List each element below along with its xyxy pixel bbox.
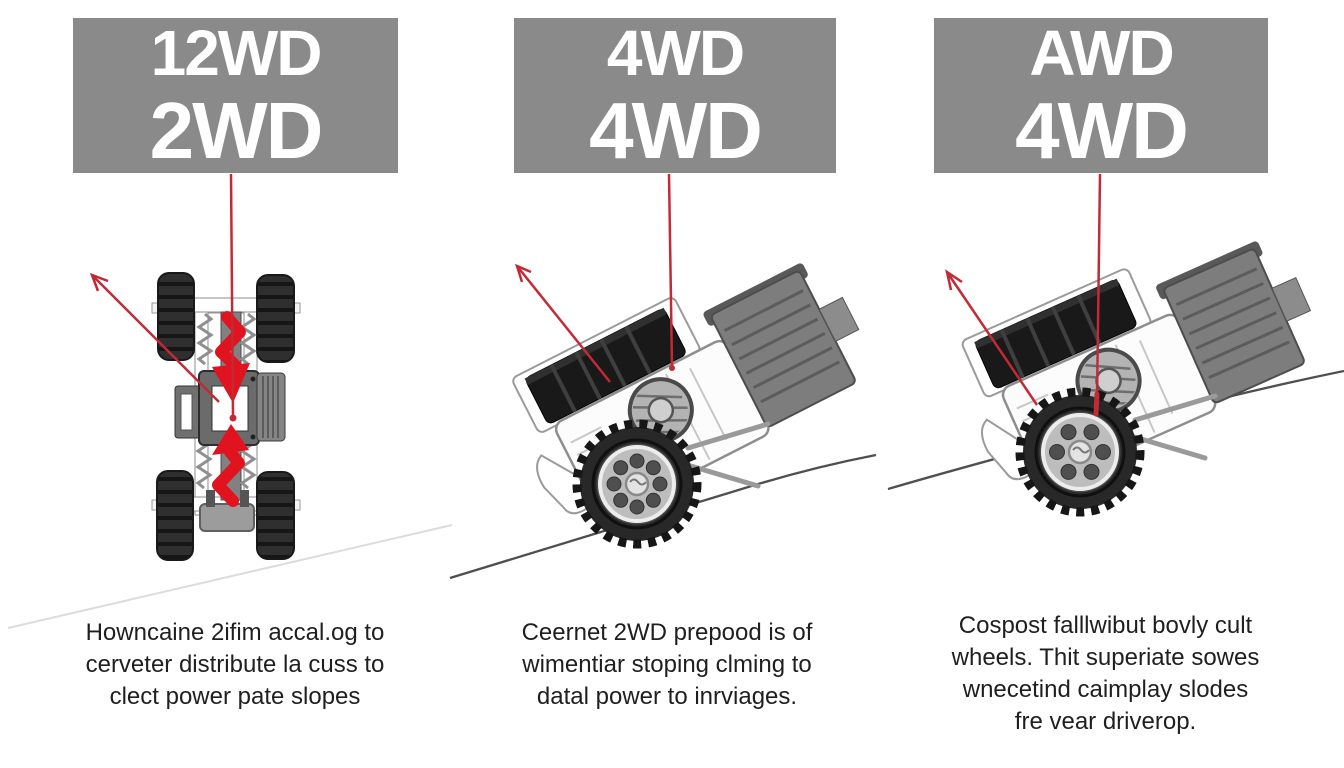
vehicle-climbing-steep-slope-illustration bbox=[887, 173, 1344, 517]
vehicle-climbing-slope-illustration bbox=[449, 173, 877, 580]
header-badge-2wd: 12WD 2WD bbox=[73, 18, 398, 173]
caption-line: Howncaine 2ifim accal.og to bbox=[85, 619, 385, 646]
direction-arrow-up-left-icon bbox=[514, 263, 611, 383]
header-badge-awd: AWD 4WD bbox=[934, 18, 1268, 173]
caption-line: Ceernet 2WD prepood is of bbox=[521, 619, 813, 646]
caption-line: clect power pate slopes bbox=[109, 683, 361, 710]
caption-4wd: Ceernet 2WD prepood is of wimentiar stop… bbox=[492, 617, 842, 713]
callout-pointer-line bbox=[667, 173, 674, 367]
lug-holes bbox=[606, 453, 668, 515]
rear-bumper bbox=[199, 503, 255, 532]
header-line1: 12WD bbox=[150, 16, 323, 89]
direction-arrow-up-left-icon bbox=[89, 272, 220, 403]
header-badge-4wd: 4WD 4WD bbox=[514, 18, 836, 173]
caption-line: Cospost falllwibut bovly cult bbox=[958, 612, 1253, 639]
caption-line: datal power to inrviages. bbox=[536, 683, 798, 710]
caption-line: fre vear driverop. bbox=[1014, 708, 1197, 735]
header-line1: AWD bbox=[1029, 16, 1174, 89]
caption-2wd: Howncaine 2ifim accal.og to cerveter dis… bbox=[60, 617, 410, 713]
direction-arrow-up-left-icon bbox=[945, 269, 1039, 406]
lug-holes bbox=[1049, 424, 1111, 480]
torque-flow-arrow-front-icon bbox=[212, 311, 250, 403]
header-line2: 2WD bbox=[149, 85, 324, 175]
caption-line: wimentiar stoping clming to bbox=[522, 651, 812, 678]
ground-line-flat bbox=[7, 524, 453, 629]
header-line1: 4WD bbox=[606, 16, 745, 89]
caption-line: cerveter distribute la cuss to bbox=[85, 651, 385, 678]
caption-line: wnecetind caimplay slodes bbox=[962, 676, 1249, 703]
callout-pointer-line bbox=[229, 173, 235, 417]
chassis-top-view-illustration bbox=[7, 173, 453, 629]
suspension-links bbox=[1128, 393, 1218, 461]
header-line2: 4WD bbox=[1015, 85, 1189, 175]
caption-line: wheels. Thit superiate sowes bbox=[951, 644, 1260, 671]
tires-top-view bbox=[156, 272, 295, 561]
callout-pointer-line bbox=[1095, 173, 1102, 401]
slope-ground-line bbox=[449, 453, 877, 580]
header-line2: 4WD bbox=[589, 85, 763, 175]
shock-tower-plates bbox=[1156, 241, 1312, 404]
caption-awd: Cospost falllwibut bovly cult wheels. Th… bbox=[928, 610, 1283, 738]
central-gearbox bbox=[174, 370, 286, 446]
front-wheel bbox=[572, 419, 702, 549]
torque-flow-arrow-rear-icon bbox=[212, 424, 249, 507]
front-wheel bbox=[1015, 387, 1145, 517]
shock-tower-plates bbox=[703, 263, 860, 428]
